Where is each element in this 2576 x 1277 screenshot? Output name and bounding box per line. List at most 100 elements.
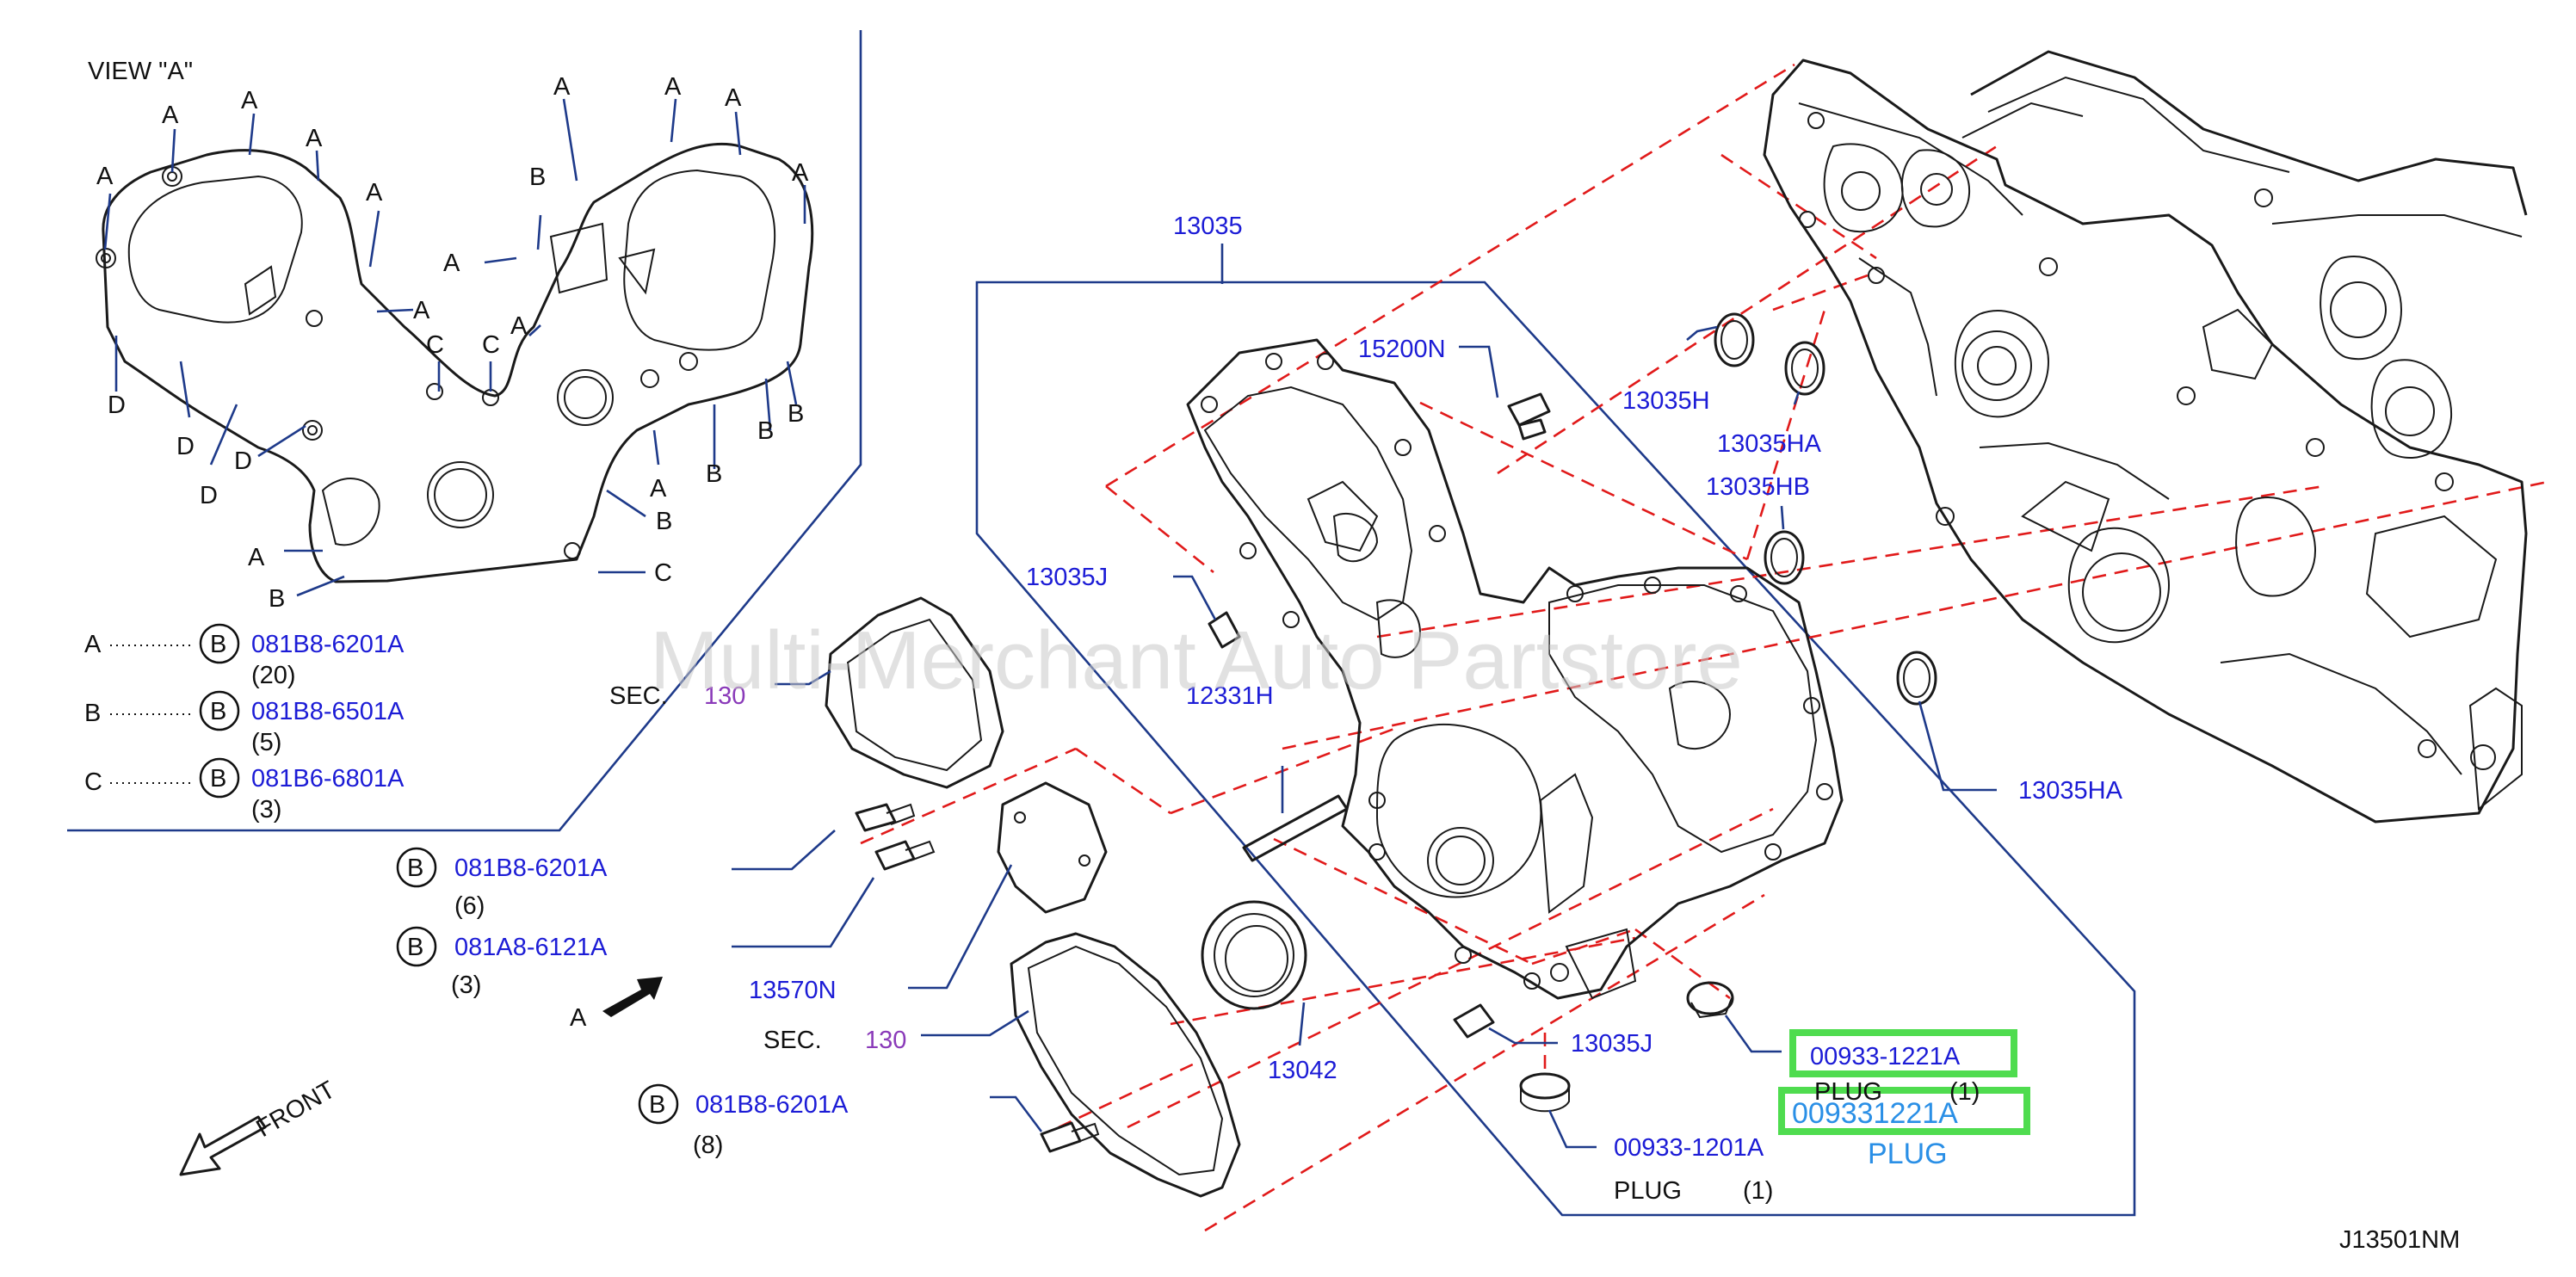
svg-text:C: C [482,331,500,359]
o-ring-13035ha-top [1784,341,1825,396]
front-arrow-icon [179,1115,267,1176]
svg-text:B: B [84,700,101,727]
svg-text:A: A [553,73,571,101]
diagram-id: J13501NM [2339,1226,2460,1254]
label-sec-bottom: SEC. [763,1027,822,1054]
view-a-callouts: A A A A A A A A A A A A A A B B B B B B … [96,73,809,613]
svg-text:B: B [529,163,546,191]
svg-text:B: B [269,585,285,613]
label-12331h: 12331H [1186,682,1274,710]
legend-row-b: B B 081B8-6501A (5) [84,690,405,756]
svg-text:B: B [757,417,774,445]
svg-text:A: A [241,87,258,114]
label-13035ha-right: 13035HA [2018,777,2123,805]
label-13042: 13042 [1268,1057,1337,1084]
svg-text:A: A [664,73,682,101]
svg-text:081B8-6201A: 081B8-6201A [454,854,608,882]
svg-text:A: A [84,631,102,658]
svg-text:A: A [162,102,179,129]
svg-text:A: A [96,163,114,190]
cover-sec130-bottom [1010,932,1241,1198]
label-13570n: 13570N [749,977,837,1004]
leader-lines [732,244,1997,1149]
bolt-081b8-6201a-b [1040,1121,1100,1153]
svg-text:D: D [234,447,252,475]
highlight-plug-label: PLUG [1868,1138,1948,1170]
svg-text:A: A [443,250,460,277]
svg-text:081A8-6121A: 081A8-6121A [454,934,608,961]
view-a-arrow: A [570,977,663,1032]
svg-text:A: A [366,179,383,207]
label-13035h: 13035H [1622,387,1710,415]
svg-text:A: A [248,544,265,571]
svg-text:D: D [108,392,126,419]
oil-seal-13042 [1201,900,1307,1010]
svg-text:A: A [413,297,430,324]
view-a-title: VIEW "A" [88,58,193,85]
label-13035j-top: 13035J [1026,564,1108,591]
svg-text:C: C [84,768,102,796]
highlight-box-part-number [1789,1029,2017,1077]
o-ring-13035ha-right [1896,651,1937,706]
bolt-081b8-6201a-a [855,803,916,832]
svg-text:(8): (8) [693,1132,723,1159]
svg-text:(6): (6) [454,892,485,920]
cover-sec130-top [825,596,1004,789]
svg-text:B: B [407,854,423,882]
label-00933-1201a: 00933-1201A [1614,1134,1764,1162]
watermark: Multi-Merchant Auto Partstore [650,614,1743,706]
svg-text:C: C [426,331,444,359]
callout-bolt-6121a-3: B 081A8-6121A (3) [396,926,608,999]
label-13035: 13035 [1173,213,1243,240]
label-13035hb: 13035HB [1706,473,1810,501]
rod-12331h [1242,794,1349,862]
o-ring-13035hb [1764,530,1805,585]
plug-00933-1221a [1686,981,1734,1019]
label-plug-qty-2: (1) [1743,1177,1773,1205]
svg-text:(3): (3) [451,972,481,999]
svg-text:A: A [650,475,667,503]
label-sec-top: SEC. [609,682,668,710]
legend-row-c: C B 081B6-6801A (3) [84,757,405,824]
label-sec-top-number: 130 [704,682,745,710]
label-00933-1221a: 00933-1221A [1810,1043,1961,1070]
label-15200n: 15200N [1358,336,1446,363]
svg-text:(3): (3) [251,796,281,824]
gasket-13570n [997,781,1108,914]
svg-text:B: B [788,400,804,428]
svg-text:A: A [306,125,323,152]
legend-row-a: A B 081B8-6201A (20) [84,623,405,689]
svg-text:081B8-6201A: 081B8-6201A [695,1091,849,1119]
svg-text:B: B [210,631,226,658]
o-ring-13035h [1714,312,1755,367]
dowel-13035j-bottom [1453,1003,1495,1039]
view-a-gasket [96,142,814,583]
assembly-lines [860,63,2548,1232]
label-plug-2: PLUG [1614,1177,1682,1205]
highlight-box-search-code [1778,1087,2030,1135]
timing-chain-case [1186,338,1844,1000]
view-a-legend: A B 081B8-6201A (20) B B 081B8-6501A (5)… [84,623,405,824]
callout-bolt-6201a-8: B 081B8-6201A (8) [638,1083,849,1159]
svg-text:B: B [706,460,722,488]
svg-text:B: B [210,765,226,793]
assembly-13035-outline [975,281,2136,1217]
svg-text:081B8-6201A: 081B8-6201A [251,631,405,658]
svg-text:B: B [656,508,672,535]
label-plug-1: PLUG [1814,1078,1882,1106]
label-13035ha-top: 13035HA [1717,430,1822,458]
view-a-frame [67,30,862,832]
svg-text:081B6-6801A: 081B6-6801A [251,765,405,793]
svg-text:(20): (20) [251,662,296,689]
svg-text:A: A [725,84,742,112]
label-13035j-bottom: 13035J [1571,1030,1652,1058]
svg-text:D: D [176,433,195,460]
svg-text:081B8-6501A: 081B8-6501A [251,698,405,725]
svg-text:A: A [570,1004,587,1032]
engine-block [1763,50,2528,824]
svg-text:B: B [649,1091,665,1119]
bolt-15200n [1507,392,1551,441]
bolt-081a8-6121a [874,840,936,871]
dowel-13035j-top [1208,611,1241,649]
